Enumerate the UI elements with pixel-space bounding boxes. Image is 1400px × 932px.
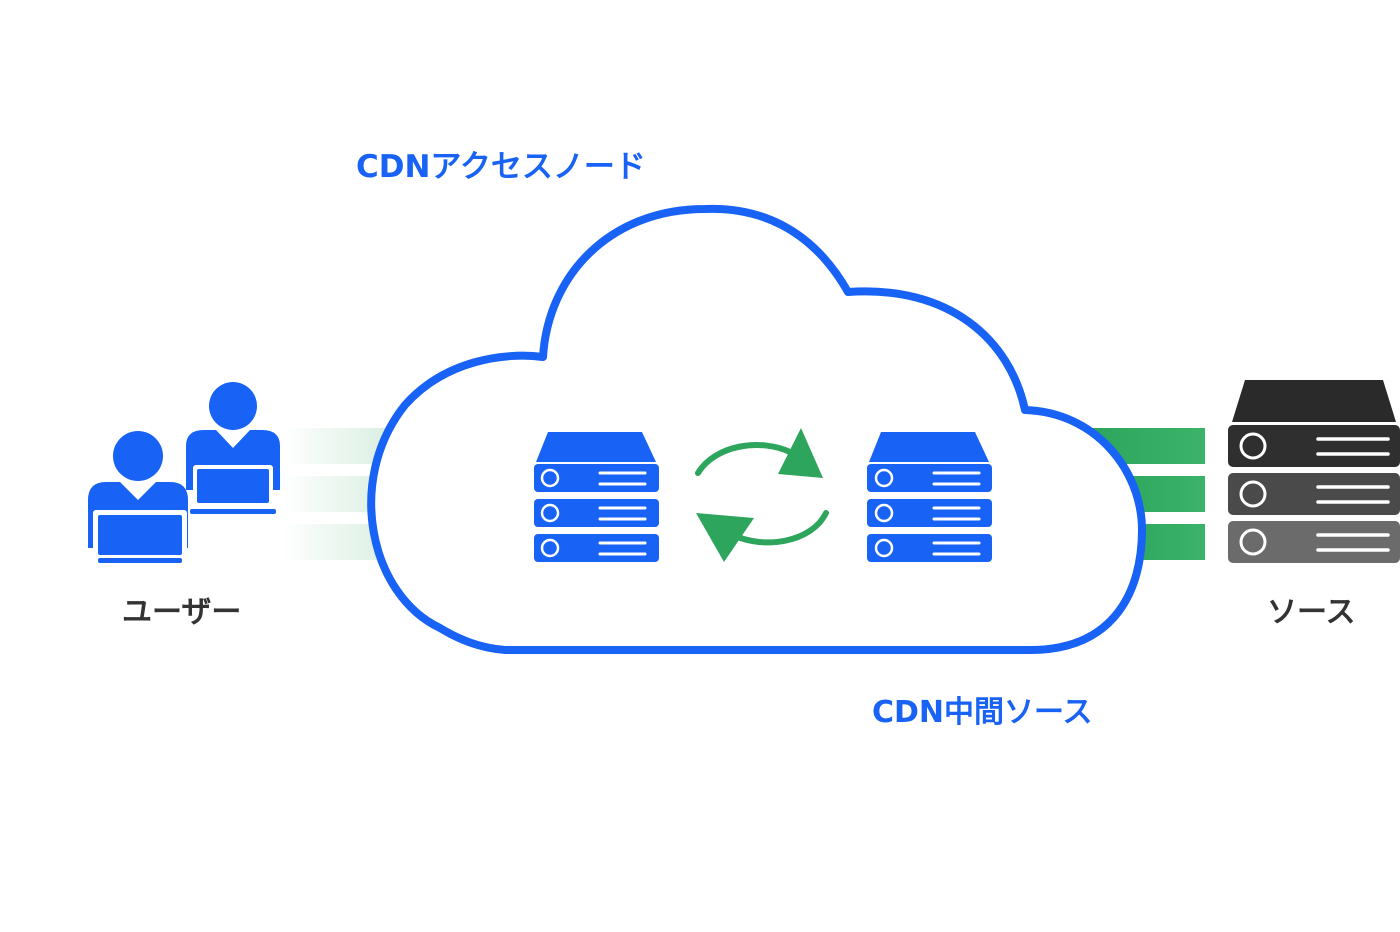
sync-arrows-icon xyxy=(695,428,829,562)
origin-server-icon xyxy=(1228,380,1400,563)
source-label: ソース xyxy=(1267,595,1356,630)
users-with-laptops-icon xyxy=(88,382,280,563)
edge-server-icon xyxy=(534,432,659,562)
mid-server-icon xyxy=(867,432,992,562)
access-node-label: CDNアクセスノード xyxy=(356,149,646,185)
cloud-outline-icon xyxy=(367,204,1146,654)
users-label: ユーザー xyxy=(122,595,242,630)
intermediate-source-label: CDN中間ソース xyxy=(872,695,1093,730)
